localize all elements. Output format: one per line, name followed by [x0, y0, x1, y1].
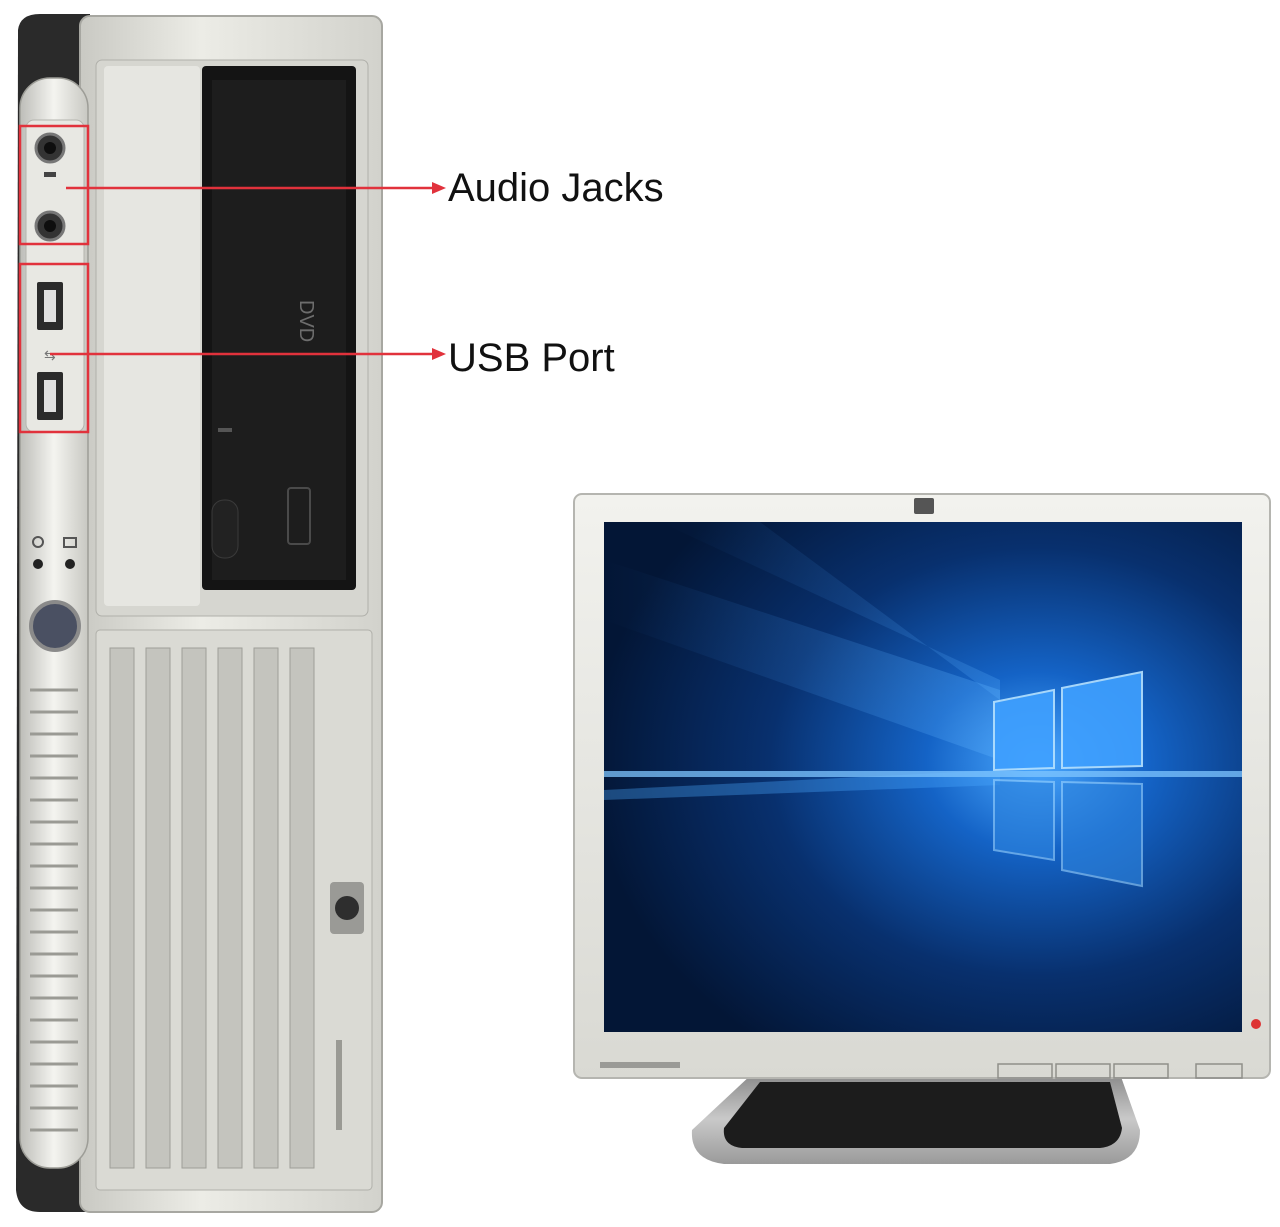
usb-arrow-icon	[432, 348, 446, 360]
monitor-model-marking	[600, 1062, 680, 1068]
power-indicator-icon	[32, 536, 44, 548]
power-button-icon[interactable]	[29, 600, 81, 652]
hp-logo-icon	[914, 498, 934, 514]
windows-logo-icon	[993, 670, 1143, 888]
usb-port-label: USB Port	[448, 336, 615, 380]
drive-led-icon	[218, 428, 232, 432]
audio-jack-panel	[34, 132, 66, 242]
drive-eject-button[interactable]	[211, 499, 239, 559]
audio-jacks-label: Audio Jacks	[448, 166, 664, 210]
disk-indicator-icon	[63, 537, 77, 548]
monitor-power-led-icon	[1251, 1019, 1261, 1029]
audio-arrow-icon	[432, 182, 446, 194]
monitor-power-button[interactable]	[1195, 1063, 1243, 1079]
usb-callout-box	[18, 262, 90, 434]
case-model-marking	[336, 1040, 342, 1130]
monitor-button-menu[interactable]	[997, 1063, 1053, 1079]
usb-port-panel: ⇆	[37, 282, 63, 420]
monitor-controls	[997, 1063, 1243, 1079]
drive-logo-icon: DVD	[295, 300, 317, 342]
monitor-button-plus[interactable]	[1113, 1063, 1169, 1079]
front-grille-left	[30, 688, 78, 1132]
audio-callout-box	[18, 124, 90, 246]
monitor-button-minus[interactable]	[1055, 1063, 1111, 1079]
lcd-monitor	[573, 493, 1271, 1164]
desktop-case: DVD ⇆	[16, 14, 446, 1213]
front-vents	[109, 647, 315, 1169]
